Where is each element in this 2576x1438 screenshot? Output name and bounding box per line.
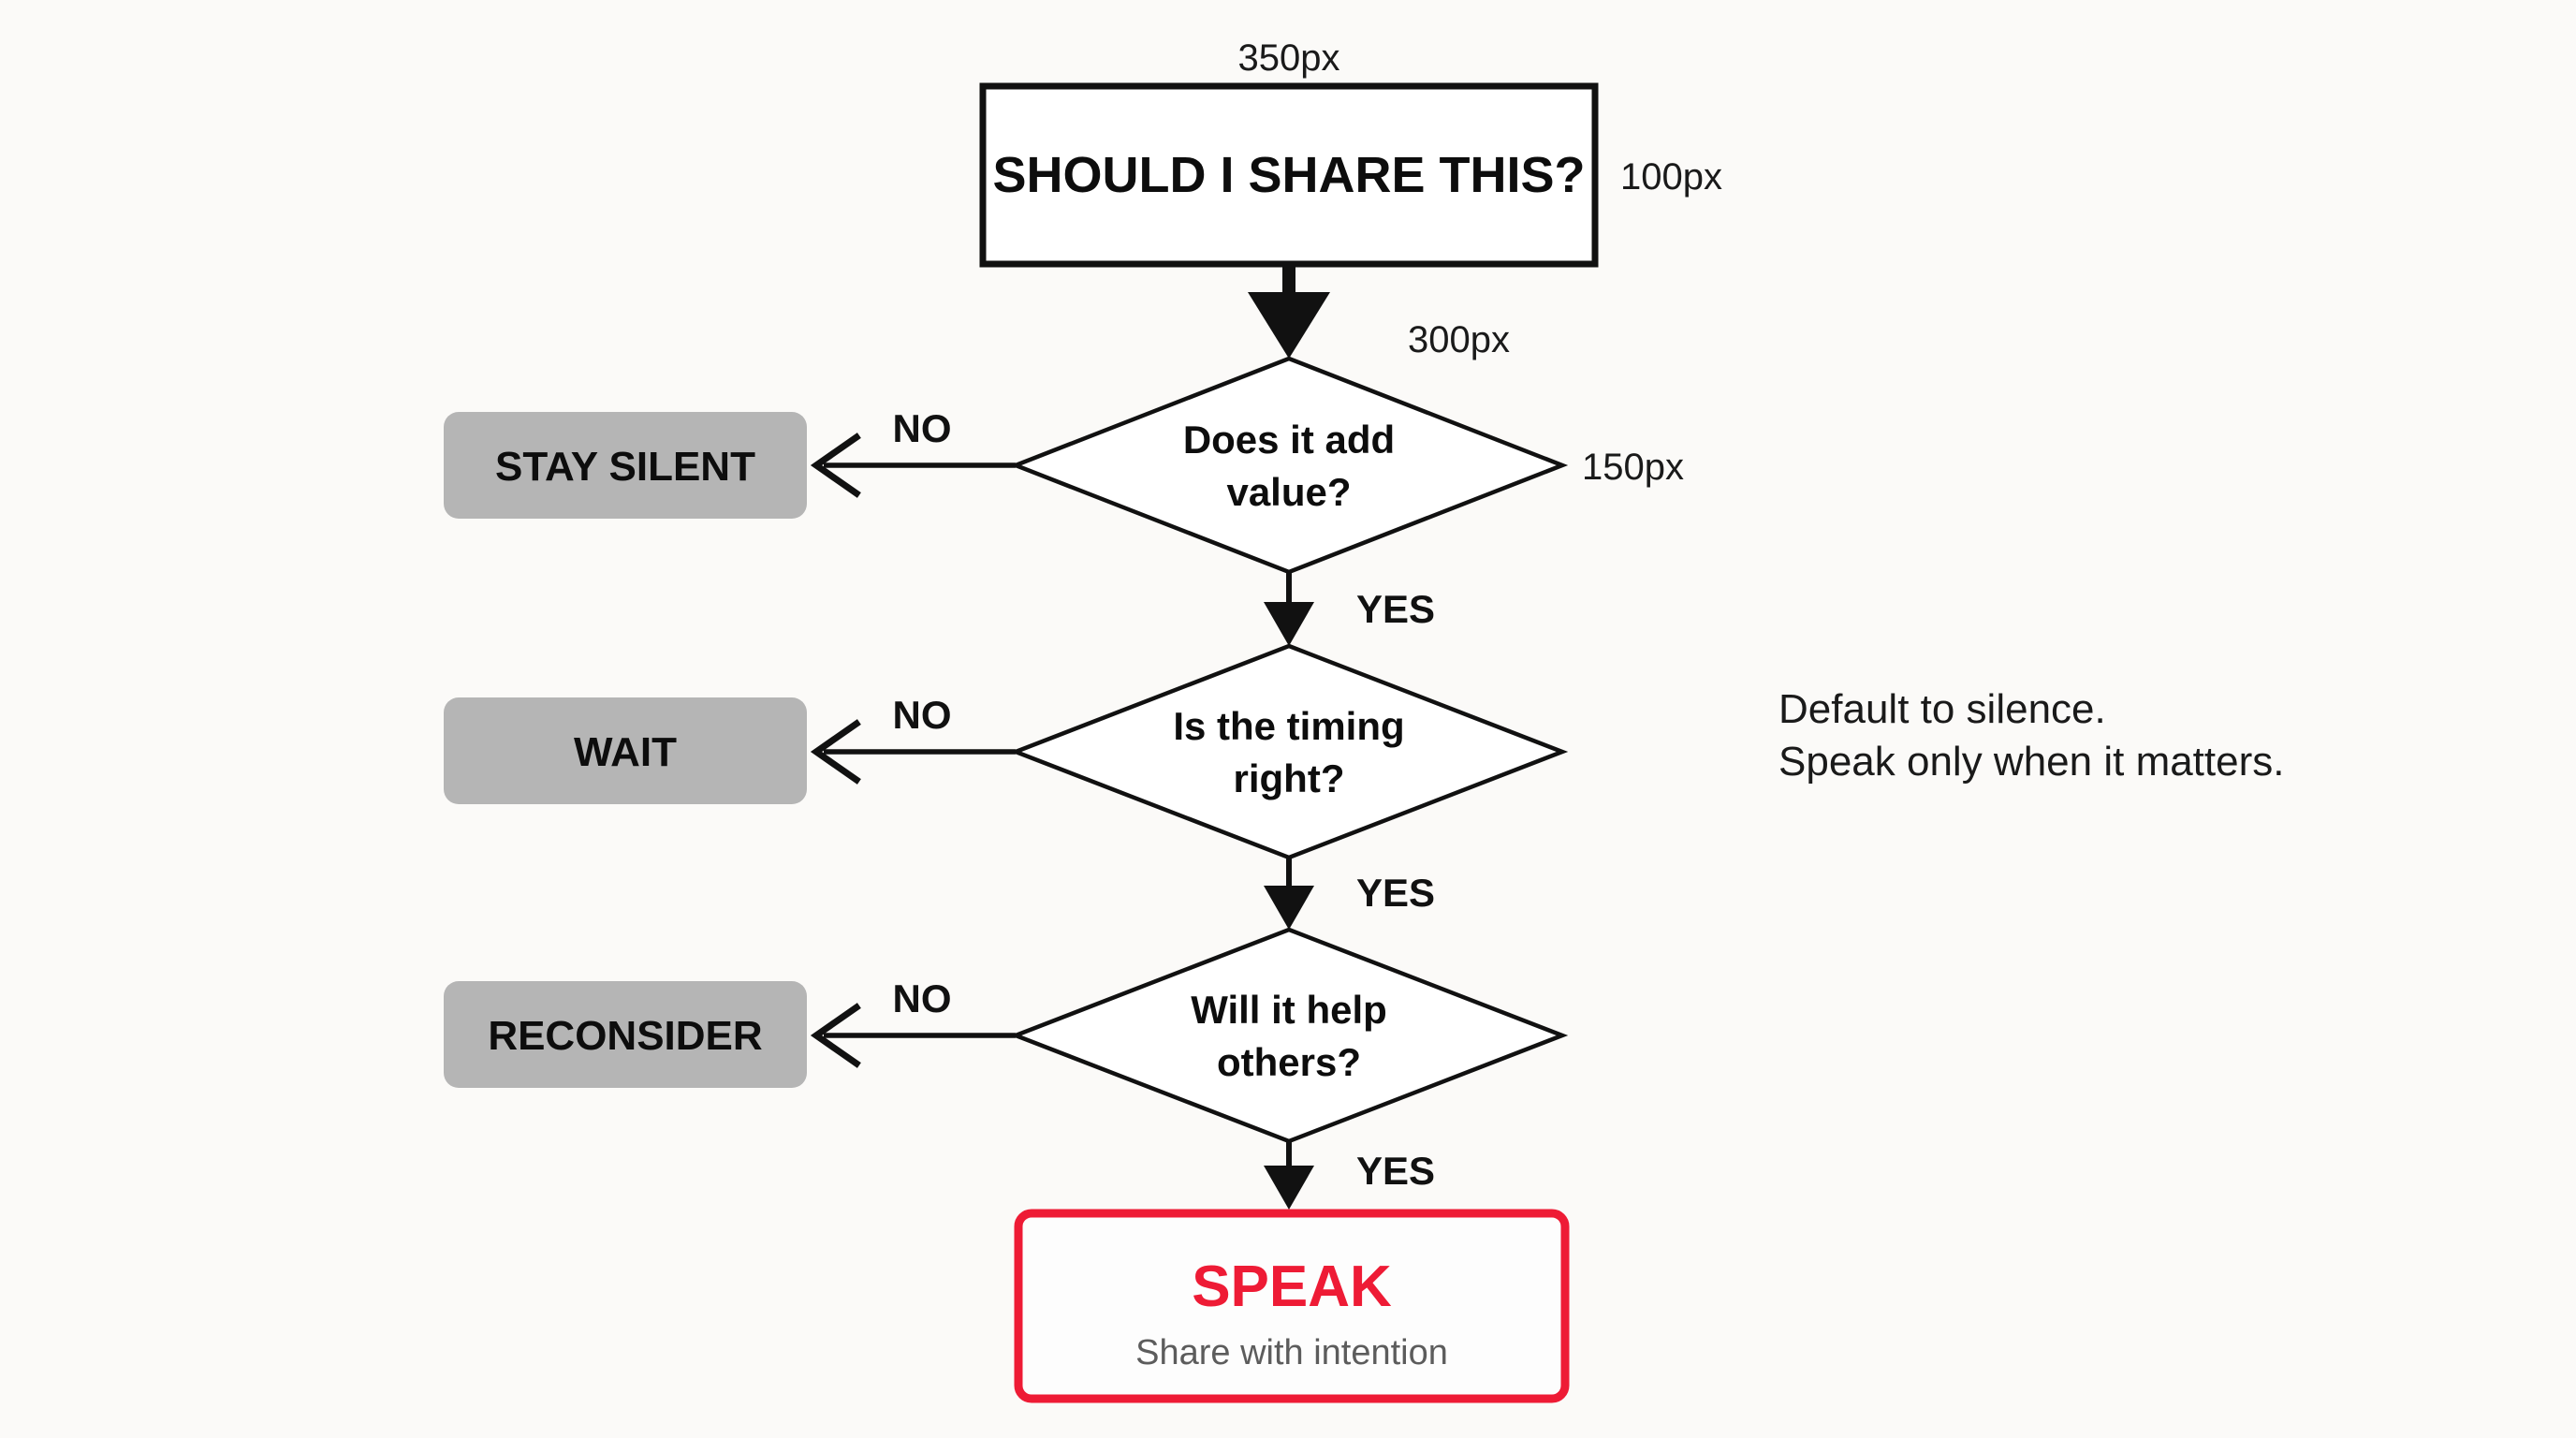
outcome-label-wait: WAIT: [574, 729, 677, 775]
connector-no-reconsider: [810, 1003, 1016, 1068]
outcome-box-stay-silent[interactable]: [444, 412, 807, 519]
terminal-title-speak: SPEAK: [1192, 1255, 1392, 1319]
outcome-label-reconsider: RECONSIDER: [488, 1013, 762, 1059]
header-box[interactable]: [979, 82, 1599, 268]
caption-line-2: Speak only when it matters.: [1778, 739, 2284, 785]
diamond-width-annotation: 300px: [1408, 319, 1510, 360]
connector-no-wait: [810, 719, 1016, 785]
decision-diamond-timing-right[interactable]: [1009, 643, 1569, 860]
connector-yes-decision-2-to-3: [1264, 858, 1314, 930]
branch-label-yes-2: YES: [1356, 871, 1435, 915]
branch-label-yes-1: YES: [1356, 587, 1435, 631]
decision-label-line1-add-value: Does it add: [1183, 418, 1395, 462]
connector-yes-to-speak: [1264, 1141, 1314, 1210]
terminal-node-speak[interactable]: SPEAK Share with intention: [1014, 1209, 1570, 1403]
decision-label-line1-timing-right: Is the timing: [1173, 704, 1404, 748]
outcome-box-wait[interactable]: [444, 697, 807, 804]
branch-label-no-1: NO: [893, 406, 952, 450]
branch-label-no-3: NO: [893, 976, 952, 1020]
caption-line-1: Default to silence.: [1778, 686, 2106, 732]
outcome-label-stay-silent: STAY SILENT: [495, 444, 755, 490]
decision-label-line2-timing-right: right?: [1234, 756, 1345, 800]
decision-diamond-help-others[interactable]: [1009, 927, 1569, 1144]
connector-yes-decision-1-to-2: [1264, 572, 1314, 646]
arrowhead-down-icon: [1264, 1166, 1314, 1210]
branch-label-yes-3: YES: [1356, 1149, 1435, 1193]
arrowhead-down-icon: [1264, 602, 1314, 646]
decision-node-timing-right[interactable]: Is the timing right?: [1009, 643, 1569, 860]
header-height-annotation: 100px: [1620, 156, 1722, 198]
outcome-box-reconsider[interactable]: [444, 981, 807, 1088]
outcome-node-reconsider[interactable]: RECONSIDER: [444, 981, 807, 1088]
arrowhead-left-icon: [810, 433, 861, 498]
terminal-box-speak[interactable]: [1014, 1209, 1570, 1403]
connector-header-to-decision-1: [1248, 264, 1330, 359]
outcome-node-wait[interactable]: WAIT: [444, 697, 807, 804]
branch-label-no-2: NO: [893, 693, 952, 737]
outcome-node-stay-silent[interactable]: STAY SILENT: [444, 412, 807, 519]
side-caption: Default to silence. Speak only when it m…: [1778, 686, 2284, 785]
terminal-subtitle-speak: Share with intention: [1135, 1333, 1448, 1372]
arrowhead-down-icon: [1248, 292, 1330, 359]
decision-label-line2-help-others: others?: [1217, 1040, 1361, 1084]
header-width-annotation: 350px: [1238, 37, 1340, 79]
decision-diamond-add-value[interactable]: [1009, 356, 1569, 575]
connector-no-stay-silent: [810, 433, 1016, 498]
header-node[interactable]: SHOULD I SHARE THIS?: [979, 82, 1599, 268]
diamond-height-annotation: 150px: [1582, 447, 1684, 488]
decision-node-help-others[interactable]: Will it help others?: [1009, 927, 1569, 1144]
decision-label-line1-help-others: Will it help: [1191, 988, 1387, 1032]
arrowhead-left-icon: [810, 1003, 861, 1068]
arrowhead-down-icon: [1264, 886, 1314, 930]
decision-node-add-value[interactable]: Does it add value?: [1009, 356, 1569, 575]
decision-label-line2-add-value: value?: [1226, 470, 1351, 514]
arrowhead-left-icon: [810, 719, 861, 785]
header-label: SHOULD I SHARE THIS?: [992, 147, 1585, 203]
